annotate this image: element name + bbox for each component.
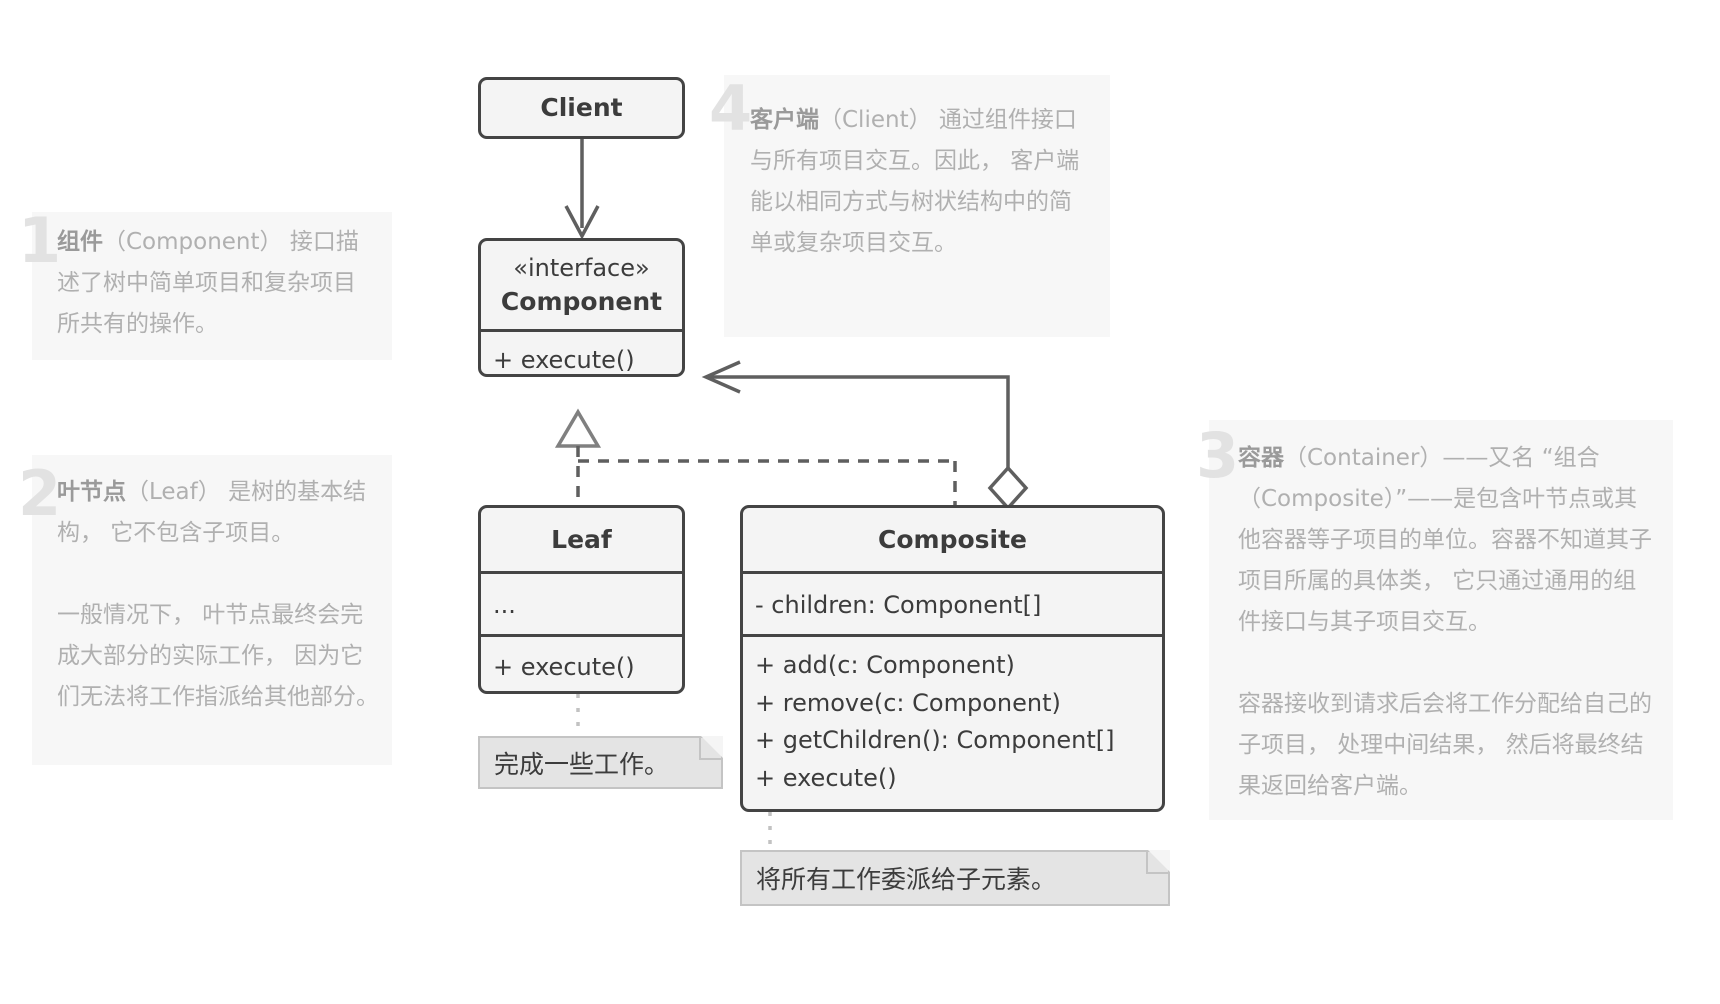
connector-composite-aggregation [701, 360, 1029, 511]
annotation-text-component: 组件（Component） 接口描述了树中简单项目和复杂项目所共有的操作。 [57, 222, 377, 345]
annotation-paragraph: 组件（Component） 接口描述了树中简单项目和复杂项目所共有的操作。 [57, 222, 377, 345]
annotation-paragraph: 一般情况下， 叶节点最终会完成大部分的实际工作， 因为它们无法将工作指派给其他部… [57, 595, 379, 718]
uml-class-composite-method-add: + add(c: Component) [755, 651, 1015, 679]
annotation-rest-text: （Container）——又名 “组合（Composite）”——是包含叶节点或… [1238, 445, 1652, 635]
annotation-bold-term: 客户端 [750, 107, 819, 133]
callout-composite-note-text: 将所有工作委派给子元素。 [756, 865, 1057, 894]
annotation-panel-component [32, 212, 392, 360]
annotation-panel-composite [1209, 420, 1673, 820]
note-fold-edge-icon [699, 736, 723, 760]
note-fold-icon [701, 736, 723, 758]
annotation-bold-term: 组件 [57, 229, 103, 255]
annotation-bold-term: 容器 [1238, 445, 1284, 471]
annotation-text-leaf: 叶节点（Leaf） 是树的基本结构， 它不包含子项目。 一般情况下， 叶节点最终… [57, 472, 379, 718]
annotation-bold-term: 叶节点 [57, 479, 126, 505]
annotation-number-4: 4 [709, 72, 752, 145]
annotation-rest-text: （Component） 接口描述了树中简单项目和复杂项目所共有的操作。 [57, 229, 359, 337]
uml-class-composite-methods: + add(c: Component) + remove(c: Componen… [743, 634, 1162, 797]
uml-class-composite-method-execute: + execute() [755, 763, 897, 792]
uml-class-component-header: «interface» Component [481, 241, 682, 329]
annotation-paragraph: 容器接收到请求后会将工作分配给自己的子项目， 处理中间结果， 然后将最终结果返回… [1238, 684, 1658, 807]
uml-class-client[interactable]: Client [478, 77, 685, 139]
annotation-rest-text: 容器接收到请求后会将工作分配给自己的子项目， 处理中间结果， 然后将最终结果返回… [1238, 691, 1652, 799]
uml-class-component-title: Component [500, 287, 663, 316]
uml-class-composite[interactable]: Composite - children: Component[] + add(… [740, 505, 1165, 812]
connector-client-to-component [564, 139, 600, 240]
connector-realization-component [554, 408, 957, 508]
uml-class-component-stereotype: «interface» [513, 254, 650, 282]
callout-composite-note[interactable]: 将所有工作委派给子元素。 [740, 850, 1170, 906]
annotation-text-composite: 容器（Container）——又名 “组合（Composite）”——是包含叶节… [1238, 438, 1658, 807]
uml-class-component-method-execute: + execute() [481, 329, 682, 374]
annotation-rest-text: （Leaf） 是树的基本结构， 它不包含子项目。 [57, 479, 367, 546]
uml-class-composite-method-remove: + remove(c: Component) [755, 688, 1061, 717]
annotation-number-2: 2 [18, 457, 61, 530]
annotation-paragraph: 客户端（Client） 通过组件接口与所有项目交互。因此， 客户端能以相同方式与… [750, 100, 1080, 264]
annotation-paragraph: 叶节点（Leaf） 是树的基本结构， 它不包含子项目。 [57, 472, 379, 554]
uml-class-composite-method-getchildren: + getChildren(): Component[] [755, 726, 1115, 754]
uml-class-component[interactable]: «interface» Component + execute() [478, 238, 685, 377]
annotation-panel-client [724, 75, 1110, 337]
uml-class-leaf-method-execute: + execute() [481, 634, 682, 691]
annotation-paragraph: 容器（Container）——又名 “组合（Composite）”——是包含叶节… [1238, 438, 1658, 643]
uml-class-leaf[interactable]: Leaf ... + execute() [478, 505, 685, 694]
callout-leaf-note[interactable]: 完成一些工作。 [478, 736, 723, 789]
uml-class-leaf-field-ellipsis: ... [481, 571, 682, 634]
uml-class-client-title: Client [540, 93, 623, 122]
annotation-panel-leaf [32, 455, 392, 765]
annotation-rest-text: （Client） 通过组件接口与所有项目交互。因此， 客户端能以相同方式与树状结… [750, 107, 1080, 256]
callout-leaf-note-text: 完成一些工作。 [494, 749, 670, 779]
uml-class-composite-title: Composite [878, 525, 1027, 554]
annotation-number-1: 1 [18, 204, 61, 277]
annotation-number-3: 3 [1196, 419, 1239, 492]
uml-class-composite-field-children: - children: Component[] [743, 571, 1162, 634]
note-fold-icon [1148, 850, 1170, 872]
note-fold-edge-icon [1146, 850, 1170, 874]
uml-class-leaf-title: Leaf [551, 525, 612, 554]
annotation-rest-text: 一般情况下， 叶节点最终会完成大部分的实际工作， 因为它们无法将工作指派给其他部… [57, 602, 379, 710]
annotation-text-client: 客户端（Client） 通过组件接口与所有项目交互。因此， 客户端能以相同方式与… [750, 100, 1080, 264]
